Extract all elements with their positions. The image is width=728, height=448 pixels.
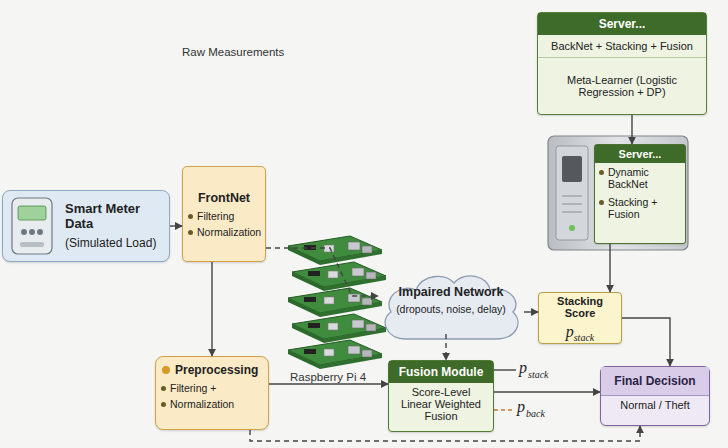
data-source-box: Smart Meter Data(Simulated Load) xyxy=(2,190,170,262)
connector-arrow xyxy=(269,383,388,384)
node-text: BackNet + Stacking + Fusion xyxy=(538,35,706,58)
node-text: (dropouts, noise, delay) xyxy=(378,302,524,316)
connector-arrow xyxy=(494,391,600,392)
math-subscript: stack xyxy=(528,369,549,380)
bullet-item: Dynamic BackNet xyxy=(595,163,685,193)
node-title: FrontNet xyxy=(183,188,265,208)
bullet-item: Normalization xyxy=(156,396,268,412)
connector-arrow xyxy=(631,115,632,144)
title-dot xyxy=(162,366,170,374)
node-title-row: Preprocessing xyxy=(156,357,268,380)
bullet-item: Filtering xyxy=(183,208,265,224)
bullet-dot xyxy=(599,170,604,175)
raspberry-pi-board xyxy=(288,340,382,369)
server-led xyxy=(569,225,575,231)
connector-arrow xyxy=(622,318,670,366)
server-slot xyxy=(562,196,582,197)
bullet-dot xyxy=(188,230,193,235)
node-header: Final Decision xyxy=(601,367,709,396)
server-front xyxy=(556,146,588,240)
connector-arrow xyxy=(609,244,610,292)
leader-line xyxy=(494,409,514,411)
bullet-item: Stacking + Fusion xyxy=(595,193,685,223)
server-panel: Server... Dynamic BackNetStacking + Fusio… xyxy=(594,144,686,244)
raspberry-pi-board xyxy=(288,236,382,265)
math-subscript: stack xyxy=(574,332,595,343)
process-box: PreprocessingFiltering + Normalization xyxy=(155,356,269,430)
server-tower xyxy=(548,136,688,250)
bullet-text: Stacking + Fusion xyxy=(608,196,681,220)
bullet-dot xyxy=(188,214,193,219)
node-title: Preprocessing xyxy=(175,363,258,377)
bullet-text: Filtering xyxy=(197,210,234,222)
connector-arrow xyxy=(170,225,182,226)
node-header: Server... xyxy=(538,13,706,35)
cloud-shape xyxy=(378,264,524,340)
node-header: Server... xyxy=(595,145,685,163)
server-slot xyxy=(562,212,582,213)
device-label: Raspberry Pi 4 xyxy=(290,371,366,383)
bullet-dot xyxy=(161,386,166,391)
bullet-text: Normalization xyxy=(197,226,261,238)
node-text: Normal / Theft xyxy=(601,396,709,414)
math-symbol: p xyxy=(566,323,574,340)
connector-arrow xyxy=(211,262,212,356)
connector-arrow xyxy=(524,311,538,312)
node-title: Stacking Score xyxy=(539,293,621,321)
node-text: Meta-Learner (Logistic Regression + DP) xyxy=(538,58,706,114)
math-line: pstack xyxy=(539,321,621,343)
bullet-dot xyxy=(161,402,166,407)
leader-line xyxy=(494,369,516,370)
server-box: Server...BackNet + Stacking + FusionMeta… xyxy=(537,12,707,115)
process-box: FrontNetFilteringNormalization xyxy=(182,166,266,262)
connector-arrow xyxy=(266,248,378,296)
bullet-dot xyxy=(599,200,604,205)
math-subscript: back xyxy=(526,408,545,419)
server-slot xyxy=(562,204,582,205)
bullet-item: Filtering + xyxy=(156,380,268,396)
server-vent xyxy=(562,156,582,182)
fusion-box: Fusion ModuleScore-Level Linear Weighted… xyxy=(388,360,494,432)
math-symbol: p xyxy=(517,398,525,416)
network-cloud: Impaired Network(dropouts, noise, delay) xyxy=(378,264,524,334)
node-text: (Simulated Load) xyxy=(59,233,169,253)
raspberry-pi-board xyxy=(292,262,386,291)
decision-box: Final DecisionNormal / Theft xyxy=(600,366,710,426)
bullet-text: Normalization xyxy=(170,398,234,410)
node-text: Score-Level Linear Weighted Fusion xyxy=(389,383,493,425)
node-title: Impaired Network xyxy=(378,282,524,302)
annotation-label: Raw Measurements xyxy=(182,46,284,58)
raspberry-pi-board xyxy=(288,288,382,317)
score-box: Stacking Scorepstack xyxy=(538,292,622,344)
node-title: Smart Meter Data xyxy=(59,199,169,233)
raspberry-pi-board xyxy=(292,314,386,343)
node-header: Fusion Module xyxy=(389,361,493,383)
bullet-text: Filtering + xyxy=(170,382,216,394)
math-symbol: p xyxy=(519,359,527,377)
bullet-item: Normalization xyxy=(183,224,265,240)
bullet-text: Dynamic BackNet xyxy=(608,166,681,190)
